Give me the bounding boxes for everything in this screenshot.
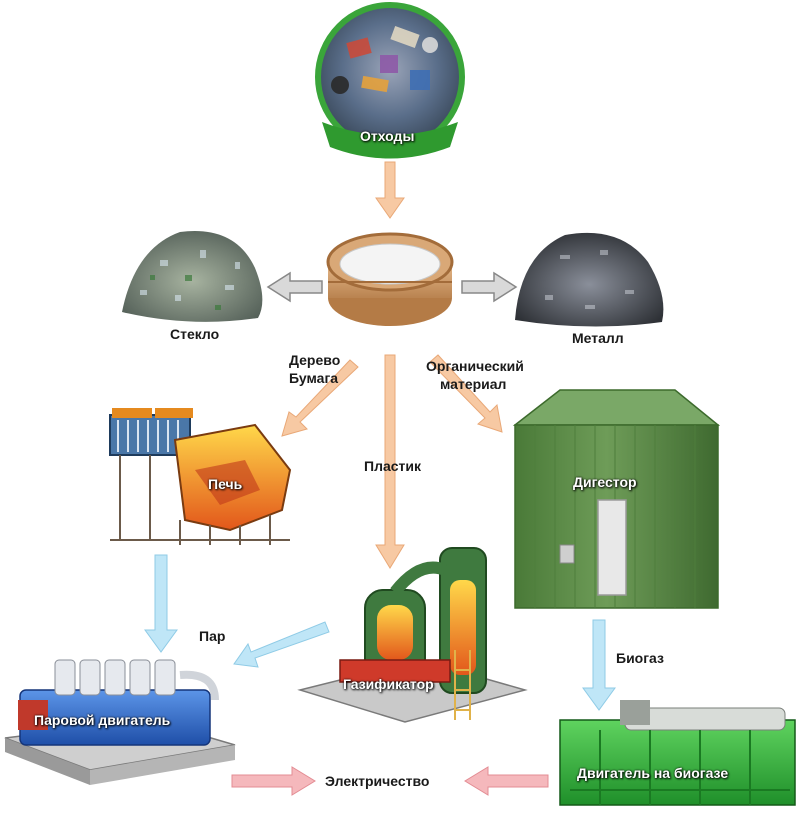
metal-pile <box>515 232 664 327</box>
trash-pile <box>331 25 438 94</box>
glass-pile <box>122 231 263 322</box>
arrow-sieve-to-gasifier <box>375 354 405 569</box>
wood-paper-label-line2: Бумага <box>289 370 339 386</box>
digester-label: Дигестор <box>573 474 637 490</box>
digester-tank <box>597 499 627 596</box>
sieve <box>326 232 454 326</box>
furnace <box>109 408 292 545</box>
electricity-label: Электричество <box>325 773 430 789</box>
steam-label: Пар <box>199 628 226 644</box>
arrow-to-glass <box>266 271 323 303</box>
waste-node <box>315 2 465 159</box>
waste-banner <box>322 122 458 159</box>
organic-label-line2: материал <box>440 376 507 392</box>
biogas-engine <box>559 700 796 806</box>
gasifier-label: Газификатор <box>343 676 434 692</box>
digester-silo <box>512 389 721 609</box>
arrow-sieve-to-digester <box>429 354 503 433</box>
biogas-label: Биогаз <box>616 650 664 666</box>
furnace-label: Печь <box>208 476 243 492</box>
arrow-waste-to-sieve <box>375 161 405 219</box>
arrow-biogas-engine-to-electricity <box>464 766 549 796</box>
steam-engine-label: Паровой двигатель <box>34 712 171 728</box>
arrow-gasifier-to-steam-engine <box>233 621 330 668</box>
metal-label: Металл <box>572 330 624 346</box>
organic-label-line1: Органический <box>426 358 524 374</box>
waste-label: Отходы <box>360 128 415 144</box>
arrow-to-metal <box>461 271 518 303</box>
arrow-furnace-to-steam-engine <box>144 554 178 653</box>
gasifier <box>297 547 528 723</box>
arrow-digester-to-biogas-engine <box>582 619 616 711</box>
wood-paper-label-line1: Дерево <box>289 352 341 368</box>
arrow-sieve-to-furnace <box>281 359 359 437</box>
glass-label: Стекло <box>170 326 220 342</box>
biogas-engine-label: Двигатель на биогазе <box>577 765 729 781</box>
steam-engine <box>4 659 236 785</box>
arrow-steam-engine-to-electricity <box>231 766 316 796</box>
plastic-label: Пластик <box>364 458 421 474</box>
